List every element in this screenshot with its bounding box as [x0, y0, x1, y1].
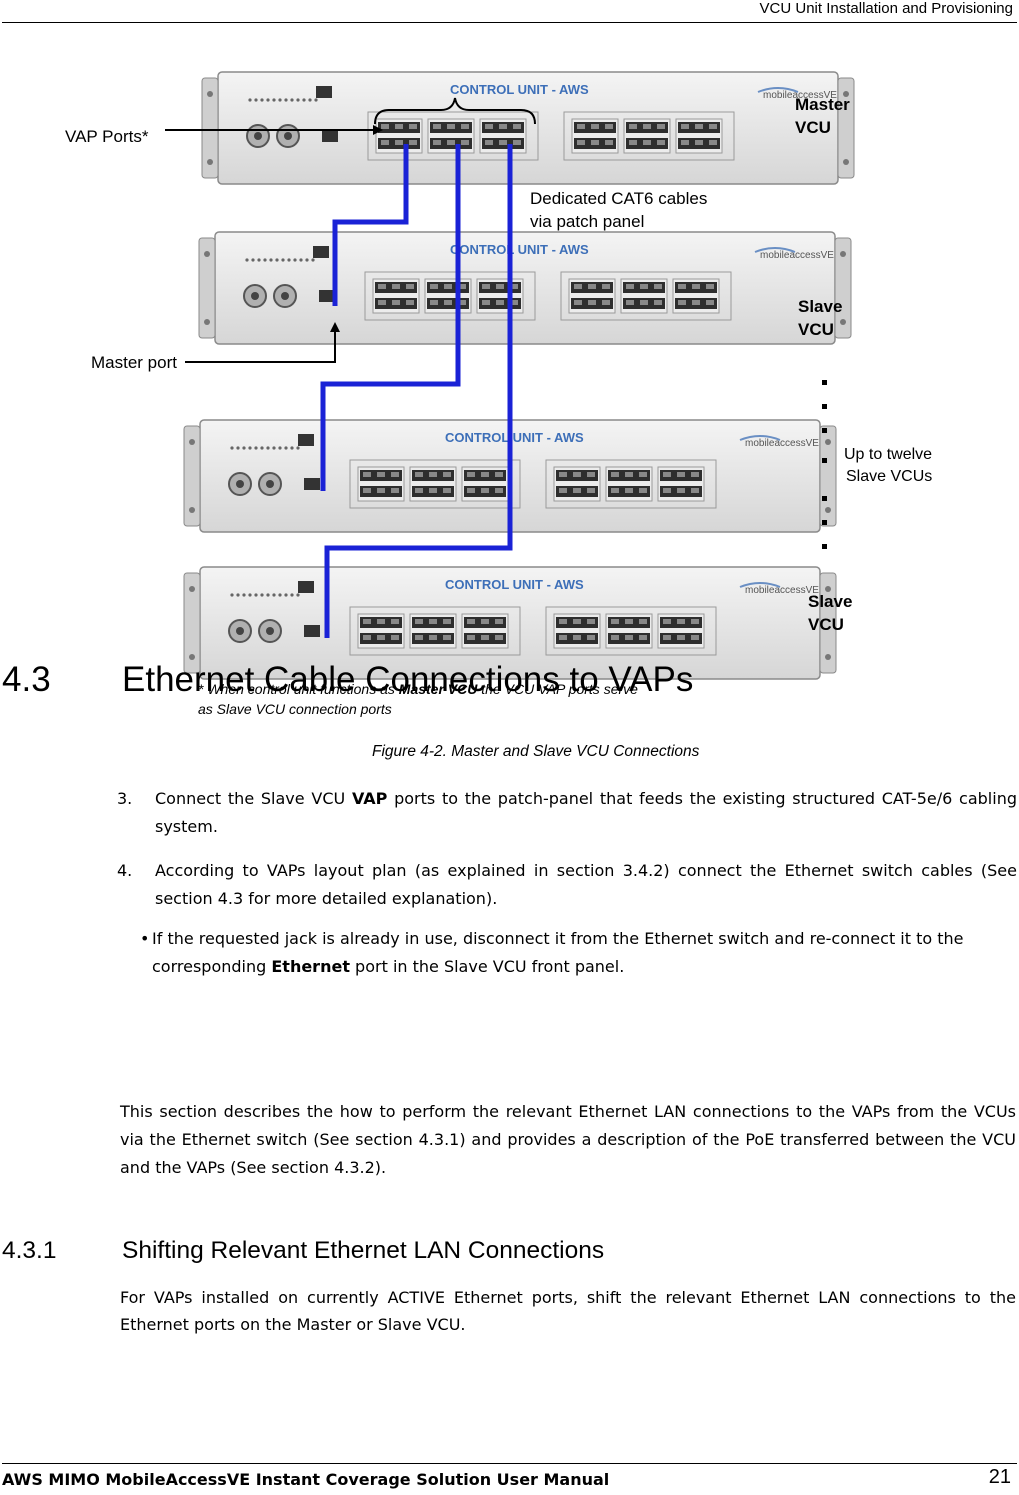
- running-header: VCU Unit Installation and Provisioning: [759, 0, 1013, 17]
- brand-slave-3: mobileaccessVE: [745, 585, 819, 596]
- slave-vcu-label-1a: Slave: [798, 297, 842, 316]
- slave-vcu-label-2b: VCU: [808, 615, 844, 634]
- panel-title-slave-1: CONTROL UNIT - AWS: [450, 242, 589, 257]
- figure-note-line-2: as Slave VCU connection ports: [198, 701, 392, 717]
- brand-slave-1: mobileaccessVE: [760, 250, 834, 261]
- step-text: According to VAPs layout plan (as explai…: [155, 861, 1017, 908]
- step-number: 3.: [117, 789, 133, 808]
- brand-slave-2: mobileaccessVE: [745, 438, 819, 449]
- section-title: Ethernet Cable Connections to VAPs: [122, 660, 694, 699]
- figure-drawing: CONTROL UNIT - AWS CONTROL UNIT - AWS CO…: [65, 62, 932, 717]
- bullet-mark: •: [140, 929, 150, 948]
- master-port-label: Master port: [91, 353, 177, 372]
- cat6-cables: [320, 144, 513, 638]
- panel-title-slave-2: CONTROL UNIT - AWS: [445, 430, 584, 445]
- cables-label-1: Dedicated CAT6 cables: [530, 189, 707, 208]
- slave-vcu-label-1b: VCU: [798, 320, 834, 339]
- panel-title-master: CONTROL UNIT - AWS: [450, 82, 589, 97]
- figure-caption: Figure 4-2. Master and Slave VCU Connect…: [372, 743, 700, 760]
- manual-title: AWS MIMO MobileAccessVE Instant Coverage…: [2, 1470, 610, 1489]
- subsection-title: Shifting Relevant Ethernet LAN Connectio…: [122, 1237, 605, 1264]
- up-to-twelve-label-2: Slave VCUs: [846, 468, 932, 485]
- header-rule: [2, 22, 1017, 23]
- vap-ports-label: VAP Ports*: [65, 127, 149, 146]
- master-port-leader: [185, 332, 336, 363]
- up-to-twelve-label-1: Up to twelve: [844, 446, 932, 463]
- figure-note-line-1: * When control unit functions as Master …: [198, 681, 638, 697]
- vap-ports-brace: [374, 97, 536, 125]
- page-number: 21: [988, 1466, 1011, 1488]
- subsection-body: For VAPs installed on currently ACTIVE E…: [120, 1288, 1016, 1334]
- bullet-item: • If the requested jack is already in us…: [140, 925, 992, 981]
- continuation-dots: [822, 380, 827, 549]
- section-body: This section describes the how to perfor…: [120, 1102, 1016, 1177]
- subsection-number: 4.3.1: [2, 1237, 57, 1264]
- master-vcu-label-1: Master: [795, 95, 850, 114]
- cables-label-2: via patch panel: [530, 212, 644, 231]
- footer-rule: [2, 1463, 1017, 1464]
- step-number: 4.: [117, 861, 133, 880]
- step-text: Connect the Slave VCU VAP ports to the p…: [155, 789, 1017, 836]
- section-number: 4.3: [2, 660, 51, 699]
- brand-master: mobileaccessVE: [763, 90, 837, 101]
- panel-title-slave-3: CONTROL UNIT - AWS: [445, 577, 584, 592]
- master-vcu-label-2: VCU: [795, 118, 831, 137]
- vcu-connection-figure: CONTROL UNIT - AWS CONTROL UNIT - AWS CO…: [55, 62, 965, 722]
- slave-vcu-label-2a: Slave: [808, 592, 852, 611]
